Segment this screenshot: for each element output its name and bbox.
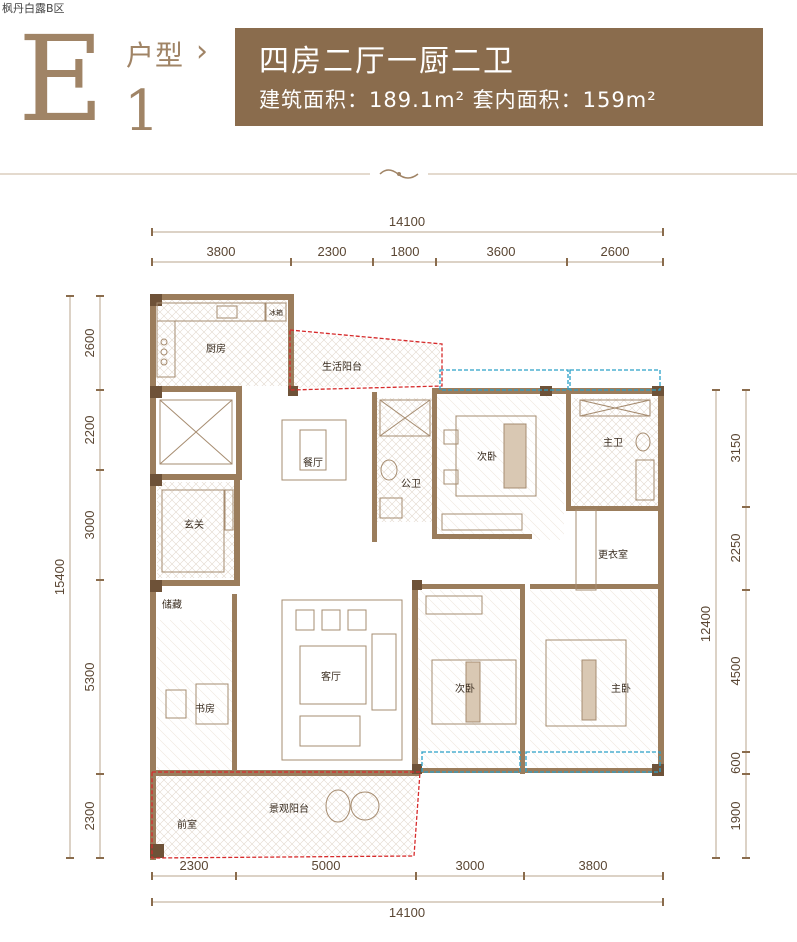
room-dining: 餐厅: [303, 456, 323, 469]
dim-right-seg: 600: [728, 752, 743, 774]
dim-top-seg: 3600: [487, 244, 516, 259]
room-front: 前室: [177, 818, 197, 831]
dim-right-total: 12400: [698, 606, 713, 642]
room-master-bath: 主卫: [603, 437, 623, 449]
room-living: 客厅: [321, 670, 341, 683]
title-banner: 四房二厅一厨二卫 建筑面积：189.1m² 套内面积：159m²: [235, 28, 763, 126]
room-second-bed-1: 次卧: [477, 450, 497, 463]
dim-top-total: 14100: [389, 214, 425, 229]
room-second-bed-2: 次卧: [455, 682, 475, 695]
huxing-label: 户型: [126, 39, 185, 72]
dim-right-seg: 2250: [728, 534, 743, 563]
dim-left-seg: 5300: [82, 663, 97, 692]
room-view-balcony: 景观阳台: [269, 802, 309, 815]
dim-top-seg: 3800: [207, 244, 236, 259]
dim-bottom-seg: 5000: [312, 858, 341, 873]
room-master-bed: 主卧: [611, 682, 631, 695]
room-public-bath: 公卫: [401, 479, 421, 490]
unit-letter: E: [18, 10, 105, 148]
room-storage: 储藏: [162, 598, 182, 611]
dim-right-seg: 1900: [728, 802, 743, 831]
room-fridge: 冰箱: [269, 308, 283, 317]
room-study: 书房: [195, 702, 215, 715]
chevron-right-icon: ›: [196, 34, 208, 69]
dim-bottom-total: 14100: [389, 905, 425, 920]
room-closet: 更衣室: [598, 548, 628, 561]
room-kitchen: 厨房: [206, 342, 226, 355]
dim-right-seg: 4500: [728, 657, 743, 686]
dim-bottom-seg: 2300: [180, 858, 209, 873]
dim-bottom-seg: 3800: [579, 858, 608, 873]
dim-left-seg: 2200: [82, 416, 97, 445]
dim-bottom-seg: 3000: [456, 858, 485, 873]
dim-left-total: 15400: [52, 559, 67, 595]
dim-left-seg: 2300: [82, 802, 97, 831]
room-entrance: 玄关: [184, 518, 204, 531]
area-info: 建筑面积：189.1m² 套内面积：159m²: [259, 88, 657, 112]
layout-title: 四房二厅一厨二卫: [259, 44, 515, 79]
project-name: 枫丹白露B区: [2, 2, 65, 15]
dim-top-seg: 1800: [391, 244, 420, 259]
ornament-divider: [0, 169, 797, 179]
unit-number: 1: [124, 79, 160, 144]
dim-left-seg: 2600: [82, 329, 97, 358]
dim-left-seg: 3000: [82, 511, 97, 540]
dim-top-seg: 2600: [601, 244, 630, 259]
room-service-balcony: 生活阳台: [322, 360, 362, 373]
dim-right-seg: 3150: [728, 434, 743, 463]
dim-top-seg: 2300: [318, 244, 347, 259]
